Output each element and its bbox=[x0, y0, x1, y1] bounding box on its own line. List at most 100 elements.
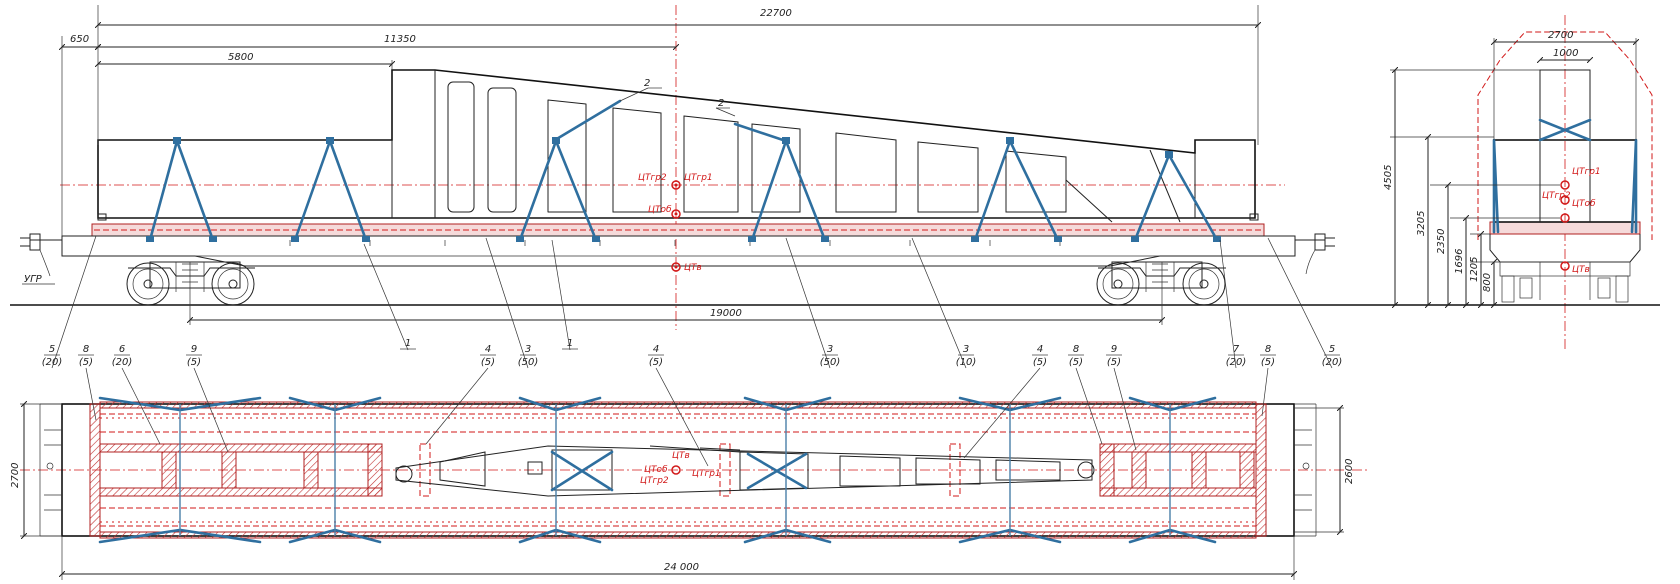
callout-number: 9 bbox=[1111, 344, 1117, 355]
side-dimensions: 22700 11350 650 5800 19000 bbox=[62, 5, 1258, 325]
right-coupler bbox=[1295, 233, 1335, 251]
ctv-label: ЦТв bbox=[684, 263, 702, 273]
callout-3: 3(10) bbox=[911, 237, 977, 369]
end-dimensions: 2700 1000 4505 3205 2350 1696 1205 800 bbox=[1383, 30, 1636, 305]
callout-1: 1 bbox=[363, 243, 416, 351]
tie-downs-side bbox=[146, 99, 1221, 242]
callout-quantity: (10) bbox=[956, 357, 977, 368]
callout-leader bbox=[121, 367, 161, 445]
callout-number: 4 bbox=[1037, 344, 1043, 355]
callout-leader bbox=[425, 367, 489, 445]
callout-leader bbox=[1261, 367, 1269, 417]
dim-800: 800 bbox=[1482, 273, 1493, 292]
plan-ctgr2-label: ЦТгр2 bbox=[640, 476, 669, 486]
callout-number: 8 bbox=[1265, 344, 1271, 355]
end-ctv-label: ЦТв bbox=[1572, 265, 1590, 275]
dim-end-2700: 2700 bbox=[1548, 30, 1573, 41]
callout-quantity: (5) bbox=[1069, 357, 1083, 368]
callout-quantity: (5) bbox=[481, 357, 495, 368]
callout-quantity: (5) bbox=[79, 357, 93, 368]
callout-3: 3(50) bbox=[485, 237, 538, 369]
ctob-label: ЦТоб bbox=[648, 205, 672, 215]
callout-quantity: (50) bbox=[820, 357, 841, 368]
callout-8: 8(5) bbox=[78, 344, 97, 421]
end-deck bbox=[1489, 221, 1641, 235]
plan-ctv-label: ЦТв bbox=[672, 451, 690, 461]
ctgr2-label: ЦТгр2 bbox=[638, 173, 667, 183]
callout-number: 1 bbox=[405, 338, 411, 349]
callout-leader bbox=[193, 367, 229, 453]
car-frame bbox=[61, 235, 1296, 267]
callout-quantity: (20) bbox=[1226, 357, 1247, 368]
tie-downs-plan bbox=[98, 396, 1217, 544]
callout-quantity: (5) bbox=[1107, 357, 1121, 368]
left-skid-bottom bbox=[99, 487, 383, 497]
callout-7: 7 (20) bbox=[1219, 239, 1247, 369]
callout-number: 8 bbox=[1073, 344, 1079, 355]
plan-view: ЦТв ЦТоб ЦТгр2 ЦТгр1 24 000 2700 2600 bbox=[10, 396, 1370, 580]
dim-4505: 4505 bbox=[1383, 165, 1394, 190]
callout-4: 4(5) bbox=[963, 344, 1048, 459]
callout-2b: 2 bbox=[718, 98, 724, 109]
end-ctob-label: ЦТоб bbox=[1572, 199, 1596, 209]
callout-number: 3 bbox=[525, 344, 531, 355]
left-end-stop bbox=[89, 403, 101, 537]
callout-leader bbox=[785, 237, 831, 369]
callout-9: 9(5) bbox=[1106, 344, 1137, 451]
right-end-stop bbox=[1255, 403, 1267, 537]
dim-2600: 2600 bbox=[1344, 459, 1355, 484]
cg-markers-side: ЦТгр2 ЦТгр1 ЦТоб ЦТв bbox=[638, 173, 713, 273]
callout-leader bbox=[1219, 239, 1237, 369]
callout-leader bbox=[51, 235, 97, 369]
end-ctgr1-label: ЦТгр1 bbox=[1572, 167, 1601, 177]
callout-leader bbox=[85, 367, 97, 421]
callout-number: 7 bbox=[1233, 344, 1240, 355]
end-ctgr2-label: ЦТгр2 bbox=[1542, 191, 1571, 201]
callout-9: 9(5) bbox=[186, 344, 229, 453]
right-bogie bbox=[1096, 261, 1226, 306]
callout-3: 3(50) bbox=[785, 237, 841, 369]
dim-1205: 1205 bbox=[1469, 257, 1480, 282]
ugr-label: УГР bbox=[24, 274, 43, 285]
callout-number: 5 bbox=[49, 344, 55, 355]
callout-quantity: (5) bbox=[649, 357, 663, 368]
callout-8: 8(5) bbox=[1260, 344, 1276, 417]
dim-22700: 22700 bbox=[760, 8, 792, 19]
callout-quantity: (5) bbox=[1261, 357, 1275, 368]
callout-leader bbox=[911, 237, 967, 369]
end-cargo-top bbox=[1539, 69, 1591, 141]
callout-1: 1 bbox=[551, 239, 578, 351]
callout-number: 4 bbox=[485, 344, 491, 355]
dim-1696: 1696 bbox=[1454, 249, 1465, 274]
callout-quantity: (20) bbox=[112, 357, 133, 368]
left-bogie bbox=[126, 261, 255, 306]
callout-number: 1 bbox=[567, 338, 573, 349]
callout-leader bbox=[1267, 237, 1333, 369]
side-view: УГР bbox=[10, 5, 1390, 330]
callout-5: 5(20) bbox=[42, 235, 97, 369]
plan-ctgr1-label: ЦТгр1 bbox=[692, 469, 721, 479]
callout-leader bbox=[1113, 367, 1137, 451]
left-coupler bbox=[20, 233, 62, 251]
callout-5: 5 (20) bbox=[1267, 237, 1343, 369]
cargo-plan bbox=[395, 445, 1095, 497]
dim-650: 650 bbox=[70, 34, 89, 45]
loading-gauge-outline bbox=[1477, 31, 1653, 240]
callout-leader bbox=[963, 367, 1041, 459]
ctgr1-label: ЦТгр1 bbox=[684, 173, 713, 183]
callout-6: 6(20) bbox=[112, 344, 161, 445]
callout-number: 5 bbox=[1329, 344, 1335, 355]
callout-4: 4(5) bbox=[648, 344, 709, 467]
left-skid-top bbox=[99, 443, 383, 453]
dim-plan-2700: 2700 bbox=[10, 463, 21, 488]
callout-quantity: (20) bbox=[1322, 357, 1343, 368]
dim-11350: 11350 bbox=[384, 34, 416, 45]
callout-number: 4 bbox=[653, 344, 659, 355]
cargo-side bbox=[97, 69, 1259, 223]
callout-number: 8 bbox=[83, 344, 89, 355]
part-callouts: 5(20)8(5)6(20)9(5)14(5)3(50)14(5)3(50)3(… bbox=[42, 235, 1343, 467]
callout-number: 9 bbox=[191, 344, 197, 355]
callout-leader bbox=[363, 243, 409, 351]
plan-ctob-label: ЦТоб bbox=[644, 465, 668, 475]
callout-leader bbox=[551, 239, 571, 351]
